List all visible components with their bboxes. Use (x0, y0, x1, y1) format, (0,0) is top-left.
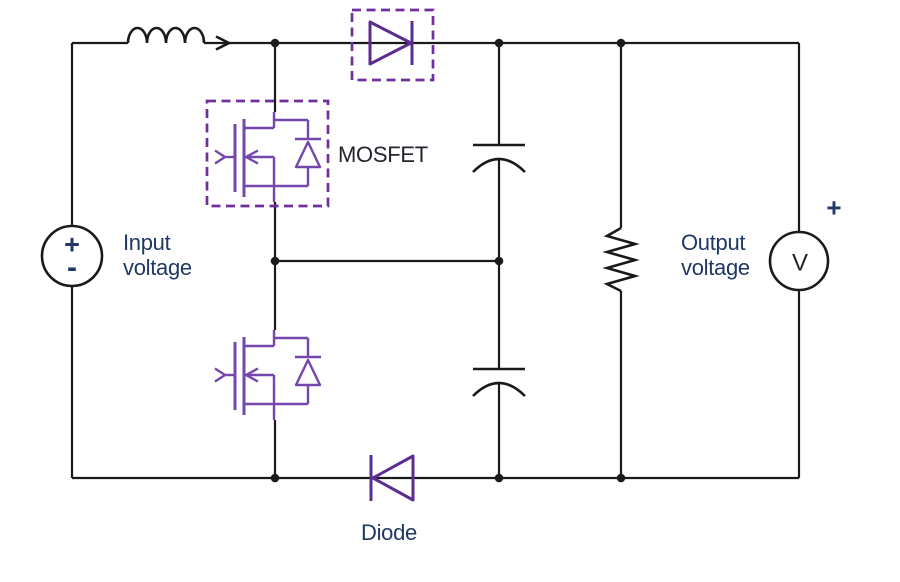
voltmeter-symbol (768, 230, 830, 292)
diode-label: Diode (361, 520, 417, 545)
inductor-symbol (126, 26, 206, 44)
input-voltage-label: Input voltage (123, 230, 192, 280)
output-voltage-label-line1: Output (681, 230, 746, 255)
top-diode-symbol (368, 20, 414, 66)
mosfet-bottom-symbol (213, 328, 323, 422)
mosfet-top-dashed-box (205, 99, 330, 208)
capacitor-bottom-symbol (472, 367, 526, 397)
top-diode-dashed-box (350, 8, 435, 82)
mosfet-label: MOSFET (338, 142, 428, 167)
source-minus-sign: - (67, 251, 77, 284)
current-arrow-icon (215, 35, 232, 51)
mosfet-top-symbol (213, 110, 323, 204)
output-voltage-label: Output voltage (681, 230, 750, 280)
voltmeter-letter: V (791, 249, 809, 277)
resistor-symbol (602, 226, 640, 293)
junction-dots (270, 38, 626, 483)
freewheel-diode-symbol (369, 454, 415, 502)
output-plus-sign: + (826, 192, 842, 223)
input-voltage-label-line1: Input (123, 230, 171, 255)
capacitor-top-symbol (472, 143, 526, 173)
input-voltage-label-line2: voltage (123, 255, 192, 280)
output-voltage-label-line2: voltage (681, 255, 750, 280)
input-voltage-source-symbol (40, 224, 104, 288)
source-plus-sign: + (64, 229, 80, 260)
